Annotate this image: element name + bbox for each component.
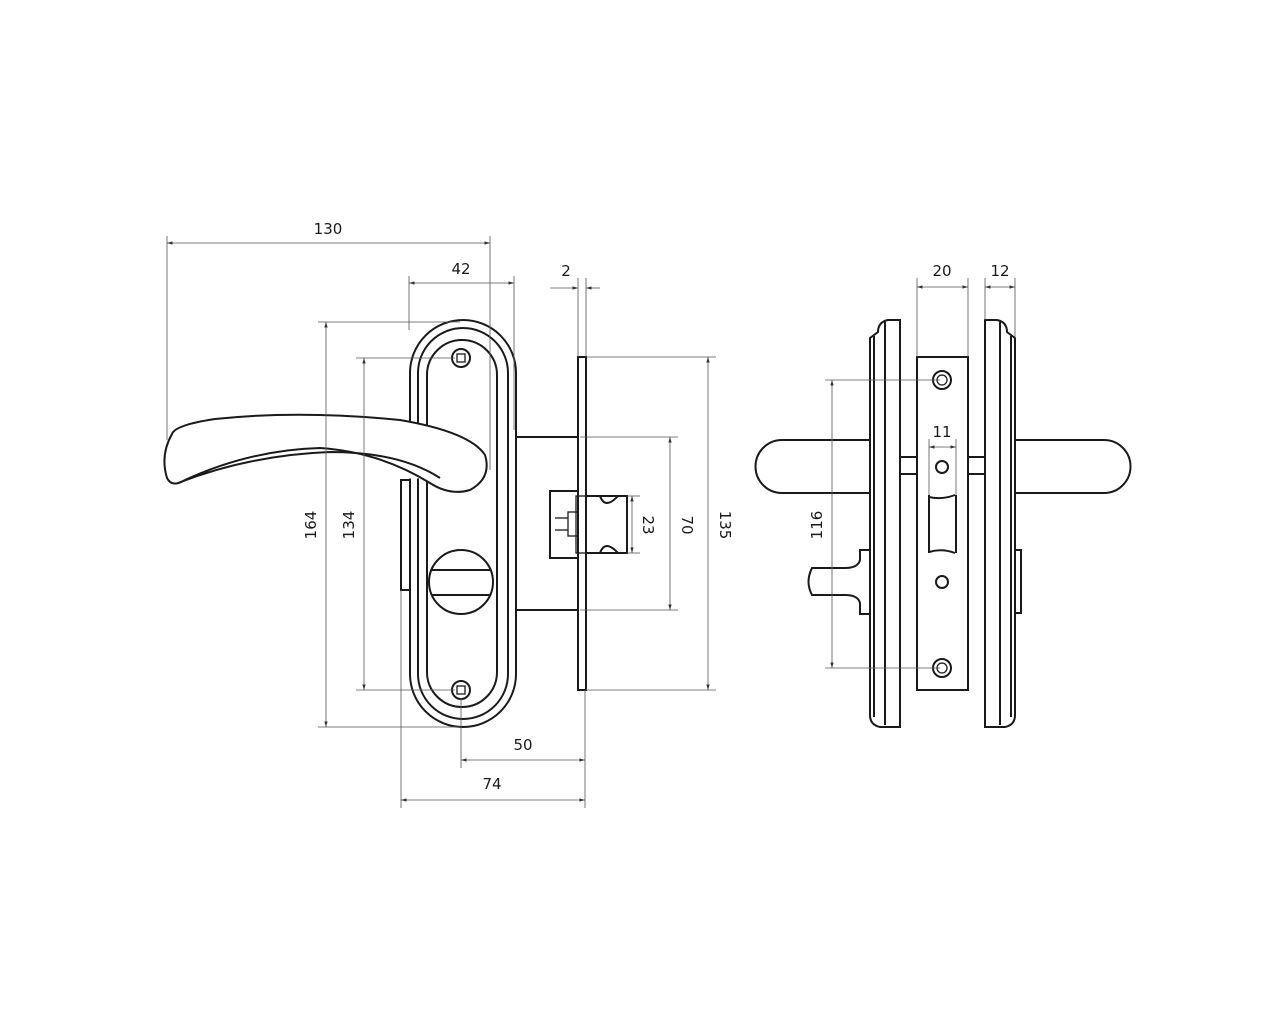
dim-135: 135 <box>716 511 734 540</box>
faceplate <box>577 356 587 691</box>
dim-50: 50 <box>513 736 532 754</box>
right-rosette <box>984 319 1016 728</box>
dim-74: 74 <box>482 775 501 793</box>
dim-42: 42 <box>451 260 470 278</box>
dim-70: 70 <box>678 515 696 534</box>
thumb-turn <box>428 549 494 615</box>
dim-164: 164 <box>302 511 320 540</box>
left-handle <box>754 439 870 494</box>
spindle-left <box>899 456 918 475</box>
dim-11: 11 <box>932 423 951 441</box>
left-rosette <box>869 319 901 728</box>
latch-bolt <box>549 490 628 559</box>
dim-134: 134 <box>340 511 358 540</box>
thumb-turn-side <box>807 549 870 615</box>
spindle-right <box>967 456 986 475</box>
dim-20: 20 <box>932 262 951 280</box>
dim-2: 2 <box>561 262 571 280</box>
side-dimensions: 20 12 116 11 <box>808 262 1016 669</box>
escutcheon-plate <box>409 319 517 728</box>
right-handle <box>1013 439 1132 494</box>
hole-top <box>935 460 949 474</box>
front-dimensions: 130 42 2 164 134 70 135 23 50 74 <box>166 220 734 808</box>
dim-12: 12 <box>990 262 1009 280</box>
dim-23: 23 <box>639 515 657 534</box>
dim-116: 116 <box>808 511 826 540</box>
hole-bottom <box>935 575 949 589</box>
side-view <box>754 319 1132 728</box>
front-view <box>163 319 628 728</box>
lock-body <box>515 436 580 611</box>
faceplate-side <box>916 356 969 691</box>
dim-130: 130 <box>314 220 343 238</box>
latch-slot <box>928 494 957 554</box>
